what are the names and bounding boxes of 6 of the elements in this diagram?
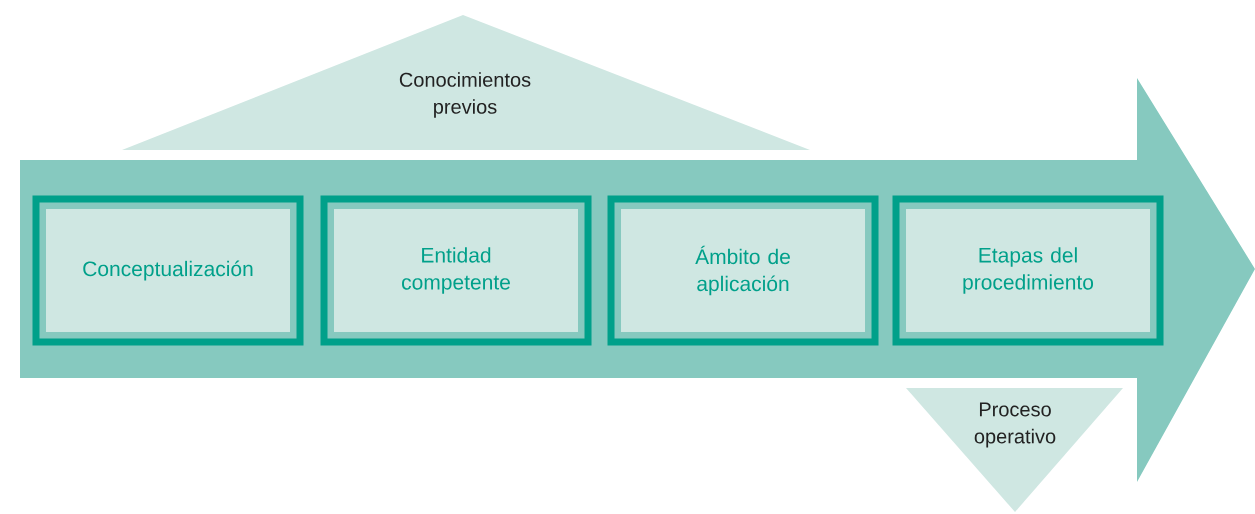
triangle: Proceso operativo [906,388,1123,512]
triangle: Conocimientos previos [122,15,810,150]
process-box: Etapas del procedimiento [892,195,1164,346]
process-box: Conceptualización [32,195,304,346]
process-box: Entidad competente [320,195,592,346]
process-box: Ámbito de aplicación [607,195,879,346]
